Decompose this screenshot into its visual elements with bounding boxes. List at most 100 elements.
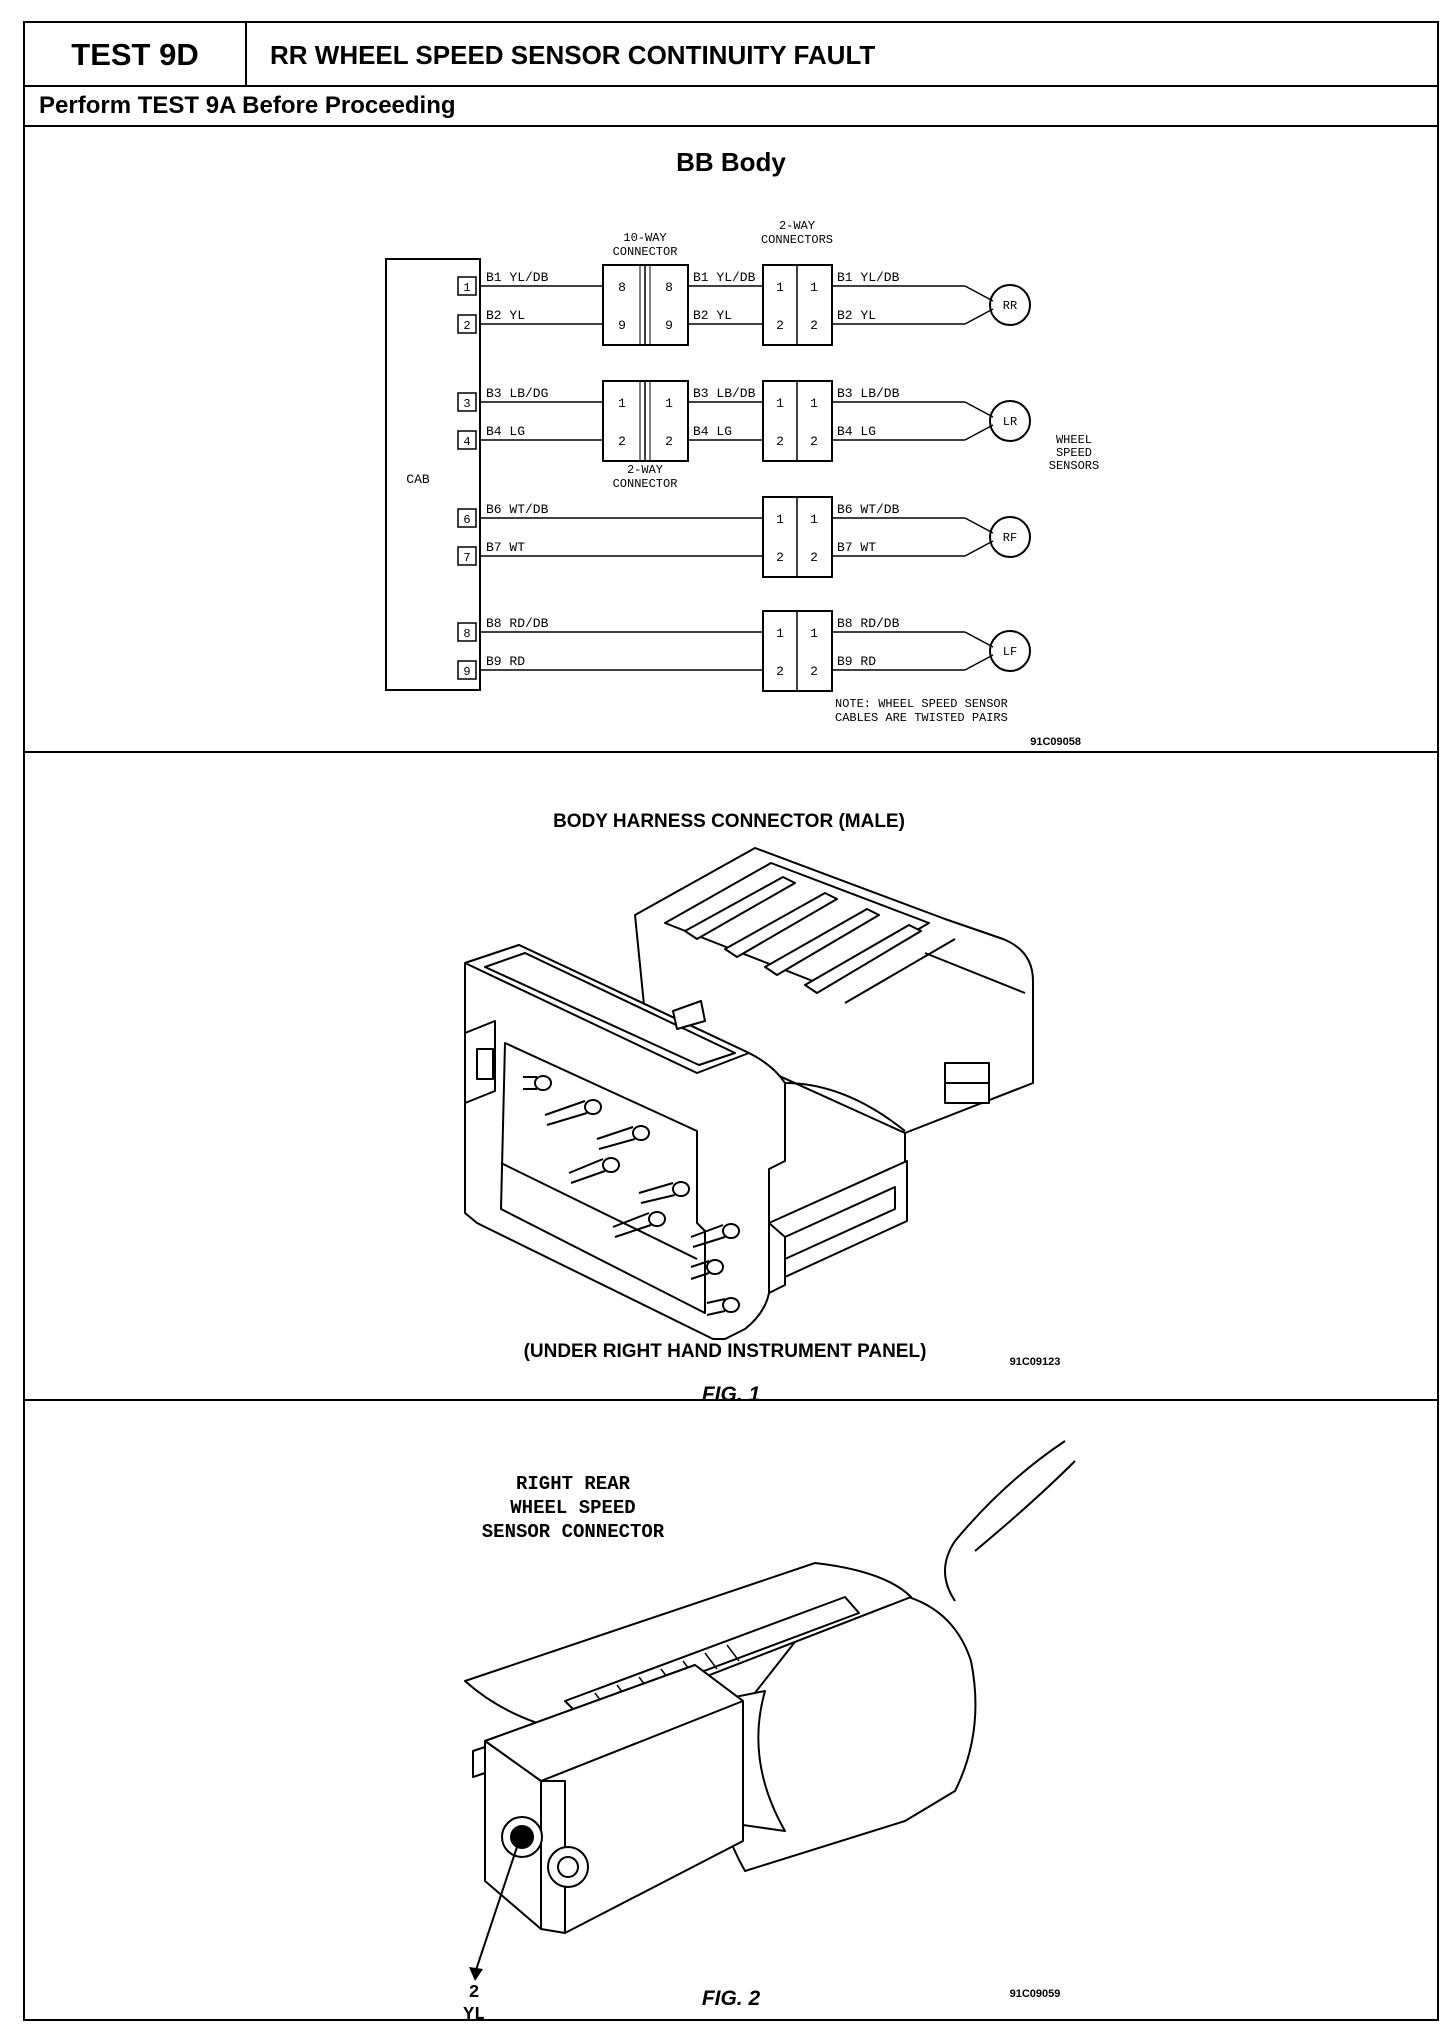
cab-module xyxy=(385,258,481,691)
twisted-pair-note-2: CABLES ARE TWISTED PAIRS xyxy=(835,711,1008,725)
label-b4-cab: B4 LG xyxy=(486,424,525,439)
sensor-connector-lf: 1 1 2 2 xyxy=(762,610,833,692)
rf-conn-1a: 1 xyxy=(776,512,784,527)
ten-way-connector: 10-WAY CONNECTOR 8 8 9 9 xyxy=(602,231,689,346)
sensor-rf xyxy=(989,516,1031,558)
sensors-label-2: SPEED xyxy=(1056,446,1092,460)
fig1-label: FIG. 1 xyxy=(702,1383,760,1399)
fig2-label: FIG. 2 xyxy=(701,1987,761,2010)
fig2-title-line2: WHEEL SPEED xyxy=(510,1497,635,1519)
body-harness-connector-illustration xyxy=(464,847,1034,1340)
label-b2-cab: B2 YL xyxy=(486,308,525,323)
sensor-connector-rr: 1 1 2 2 xyxy=(762,264,833,346)
label-b9-sensor: B9 RD xyxy=(837,654,876,669)
circuit-labels: B1 YL/DB B2 YL B1 YL/DB B2 YL B1 YL/DB B… xyxy=(486,270,900,669)
test-header: TEST 9D RR WHEEL SPEED SENSOR CONTINUITY… xyxy=(25,23,1437,87)
ten-way-label-1: 10-WAY xyxy=(623,231,666,245)
test-id: TEST 9D xyxy=(25,23,247,87)
label-b4-sensor: B4 LG xyxy=(837,424,876,439)
rr-conn-2a: 2 xyxy=(776,318,784,333)
pin-box-6 xyxy=(457,508,477,528)
fig1-drawing: BODY HARNESS CONNECTOR (MALE) xyxy=(464,811,1061,1406)
pin-3: 3 xyxy=(463,397,470,411)
sensor-connector-rf: 1 1 2 2 xyxy=(762,496,833,578)
pin-6: 6 xyxy=(463,513,470,527)
two-way-connectors-label-2: CONNECTORS xyxy=(761,233,833,247)
label-b8-cab: B8 RD/DB xyxy=(486,616,549,631)
pin-9: 9 xyxy=(463,665,470,679)
sensor-lr-label: LR xyxy=(1003,415,1017,429)
pin-callout-arrow-icon xyxy=(469,1967,483,1981)
ten-way-cavity-9b: 9 xyxy=(665,318,673,333)
label-b3-cab: B3 LB/DG xyxy=(486,386,548,401)
pin-4: 4 xyxy=(463,435,470,449)
label-b3-sensor: B3 LB/DB xyxy=(837,386,900,401)
rf-conn-2a: 2 xyxy=(776,550,784,565)
pin-2: 2 xyxy=(463,319,470,333)
lf-conn-1a: 1 xyxy=(776,626,784,641)
fig2-figure-id: 91C09059 xyxy=(1010,1988,1061,2000)
fig1-title: BODY HARNESS CONNECTOR (MALE) xyxy=(553,811,905,832)
label-b1-cab: B1 YL/DB xyxy=(486,270,549,285)
fig2-title-line1: RIGHT REAR xyxy=(516,1473,631,1495)
sensor-connector-lr: 1 1 2 2 xyxy=(762,380,833,462)
sensor-rf-label: RF xyxy=(1003,531,1017,545)
rr-conn-2b: 2 xyxy=(810,318,818,333)
two-way-label-1: 2-WAY xyxy=(627,463,663,477)
fig1-section: BODY HARNESS CONNECTOR (MALE) xyxy=(25,753,1437,1406)
lr-inline-cavity-2a: 2 xyxy=(618,434,626,449)
label-b8-sensor: B8 RD/DB xyxy=(837,616,900,631)
rr-conn-1a: 1 xyxy=(776,280,784,295)
label-b6-sensor: B6 WT/DB xyxy=(837,502,900,517)
pin-box-4 xyxy=(457,430,477,450)
lr-conn-2a: 2 xyxy=(776,434,784,449)
pin-box-7 xyxy=(457,546,477,566)
pin-box-8 xyxy=(457,622,477,642)
two-way-connector-lr: 1 1 2 2 2-WAY CONNECTOR xyxy=(602,380,689,491)
label-b6-cab: B6 WT/DB xyxy=(486,502,549,517)
test-page: TEST 9D RR WHEEL SPEED SENSOR CONTINUITY… xyxy=(23,21,1439,2025)
ten-way-cavity-8b: 8 xyxy=(665,280,673,295)
wires xyxy=(480,285,994,671)
lr-conn-1a: 1 xyxy=(776,396,784,411)
rf-conn-2b: 2 xyxy=(810,550,818,565)
sensor-rr xyxy=(989,284,1031,326)
pin-1: 1 xyxy=(463,281,470,295)
label-b1-sensor: B1 YL/DB xyxy=(837,270,900,285)
lr-inline-cavity-2b: 2 xyxy=(665,434,673,449)
cab-label: CAB xyxy=(406,472,430,487)
prerequisite-note: Perform TEST 9A Before Proceeding xyxy=(25,87,1437,127)
pin-8: 8 xyxy=(463,627,470,641)
pin-box-3 xyxy=(457,392,477,412)
schematic-figure-id: 91C09058 xyxy=(1030,736,1081,748)
lr-conn-1b: 1 xyxy=(810,396,818,411)
lr-inline-cavity-1a: 1 xyxy=(618,396,626,411)
two-way-connectors-label-1: 2-WAY xyxy=(779,219,815,233)
rr-sensor-connector-illustration xyxy=(464,1440,1076,1934)
sensor-rr-label: RR xyxy=(1003,299,1017,313)
pin-box-9 xyxy=(457,660,477,680)
lr-inline-cavity-1b: 1 xyxy=(665,396,673,411)
wiring-schematic-section: BB Body CAB 1 2 3 4 6 7 8 9 xyxy=(25,127,1437,753)
label-b4-mid: B4 LG xyxy=(693,424,732,439)
pin-7: 7 xyxy=(463,551,470,565)
lf-conn-2a: 2 xyxy=(776,664,784,679)
fig2-drawing: RIGHT REAR WHEEL SPEED SENSOR CONNECTOR xyxy=(463,1440,1076,2025)
lf-conn-2b: 2 xyxy=(810,664,818,679)
fig2-title-line3: SENSOR CONNECTOR xyxy=(482,1521,665,1543)
sensor-lf xyxy=(989,630,1031,672)
pin-callout-leader xyxy=(474,1846,518,1974)
test-title: RR WHEEL SPEED SENSOR CONTINUITY FAULT xyxy=(270,40,876,70)
fig1-figure-id: 91C09123 xyxy=(1010,1356,1061,1368)
label-b2-mid: B2 YL xyxy=(693,308,732,323)
two-way-label-2: CONNECTOR xyxy=(613,477,678,491)
sensor-lr xyxy=(989,400,1031,442)
sensor-lf-label: LF xyxy=(1003,645,1017,659)
lf-conn-1b: 1 xyxy=(810,626,818,641)
twisted-pair-note-1: NOTE: WHEEL SPEED SENSOR xyxy=(835,697,1008,711)
ten-way-cavity-8a: 8 xyxy=(618,280,626,295)
label-b7-sensor: B7 WT xyxy=(837,540,876,555)
label-b2-sensor: B2 YL xyxy=(837,308,876,323)
pin-box-2 xyxy=(457,314,477,334)
label-b9-cab: B9 RD xyxy=(486,654,525,669)
